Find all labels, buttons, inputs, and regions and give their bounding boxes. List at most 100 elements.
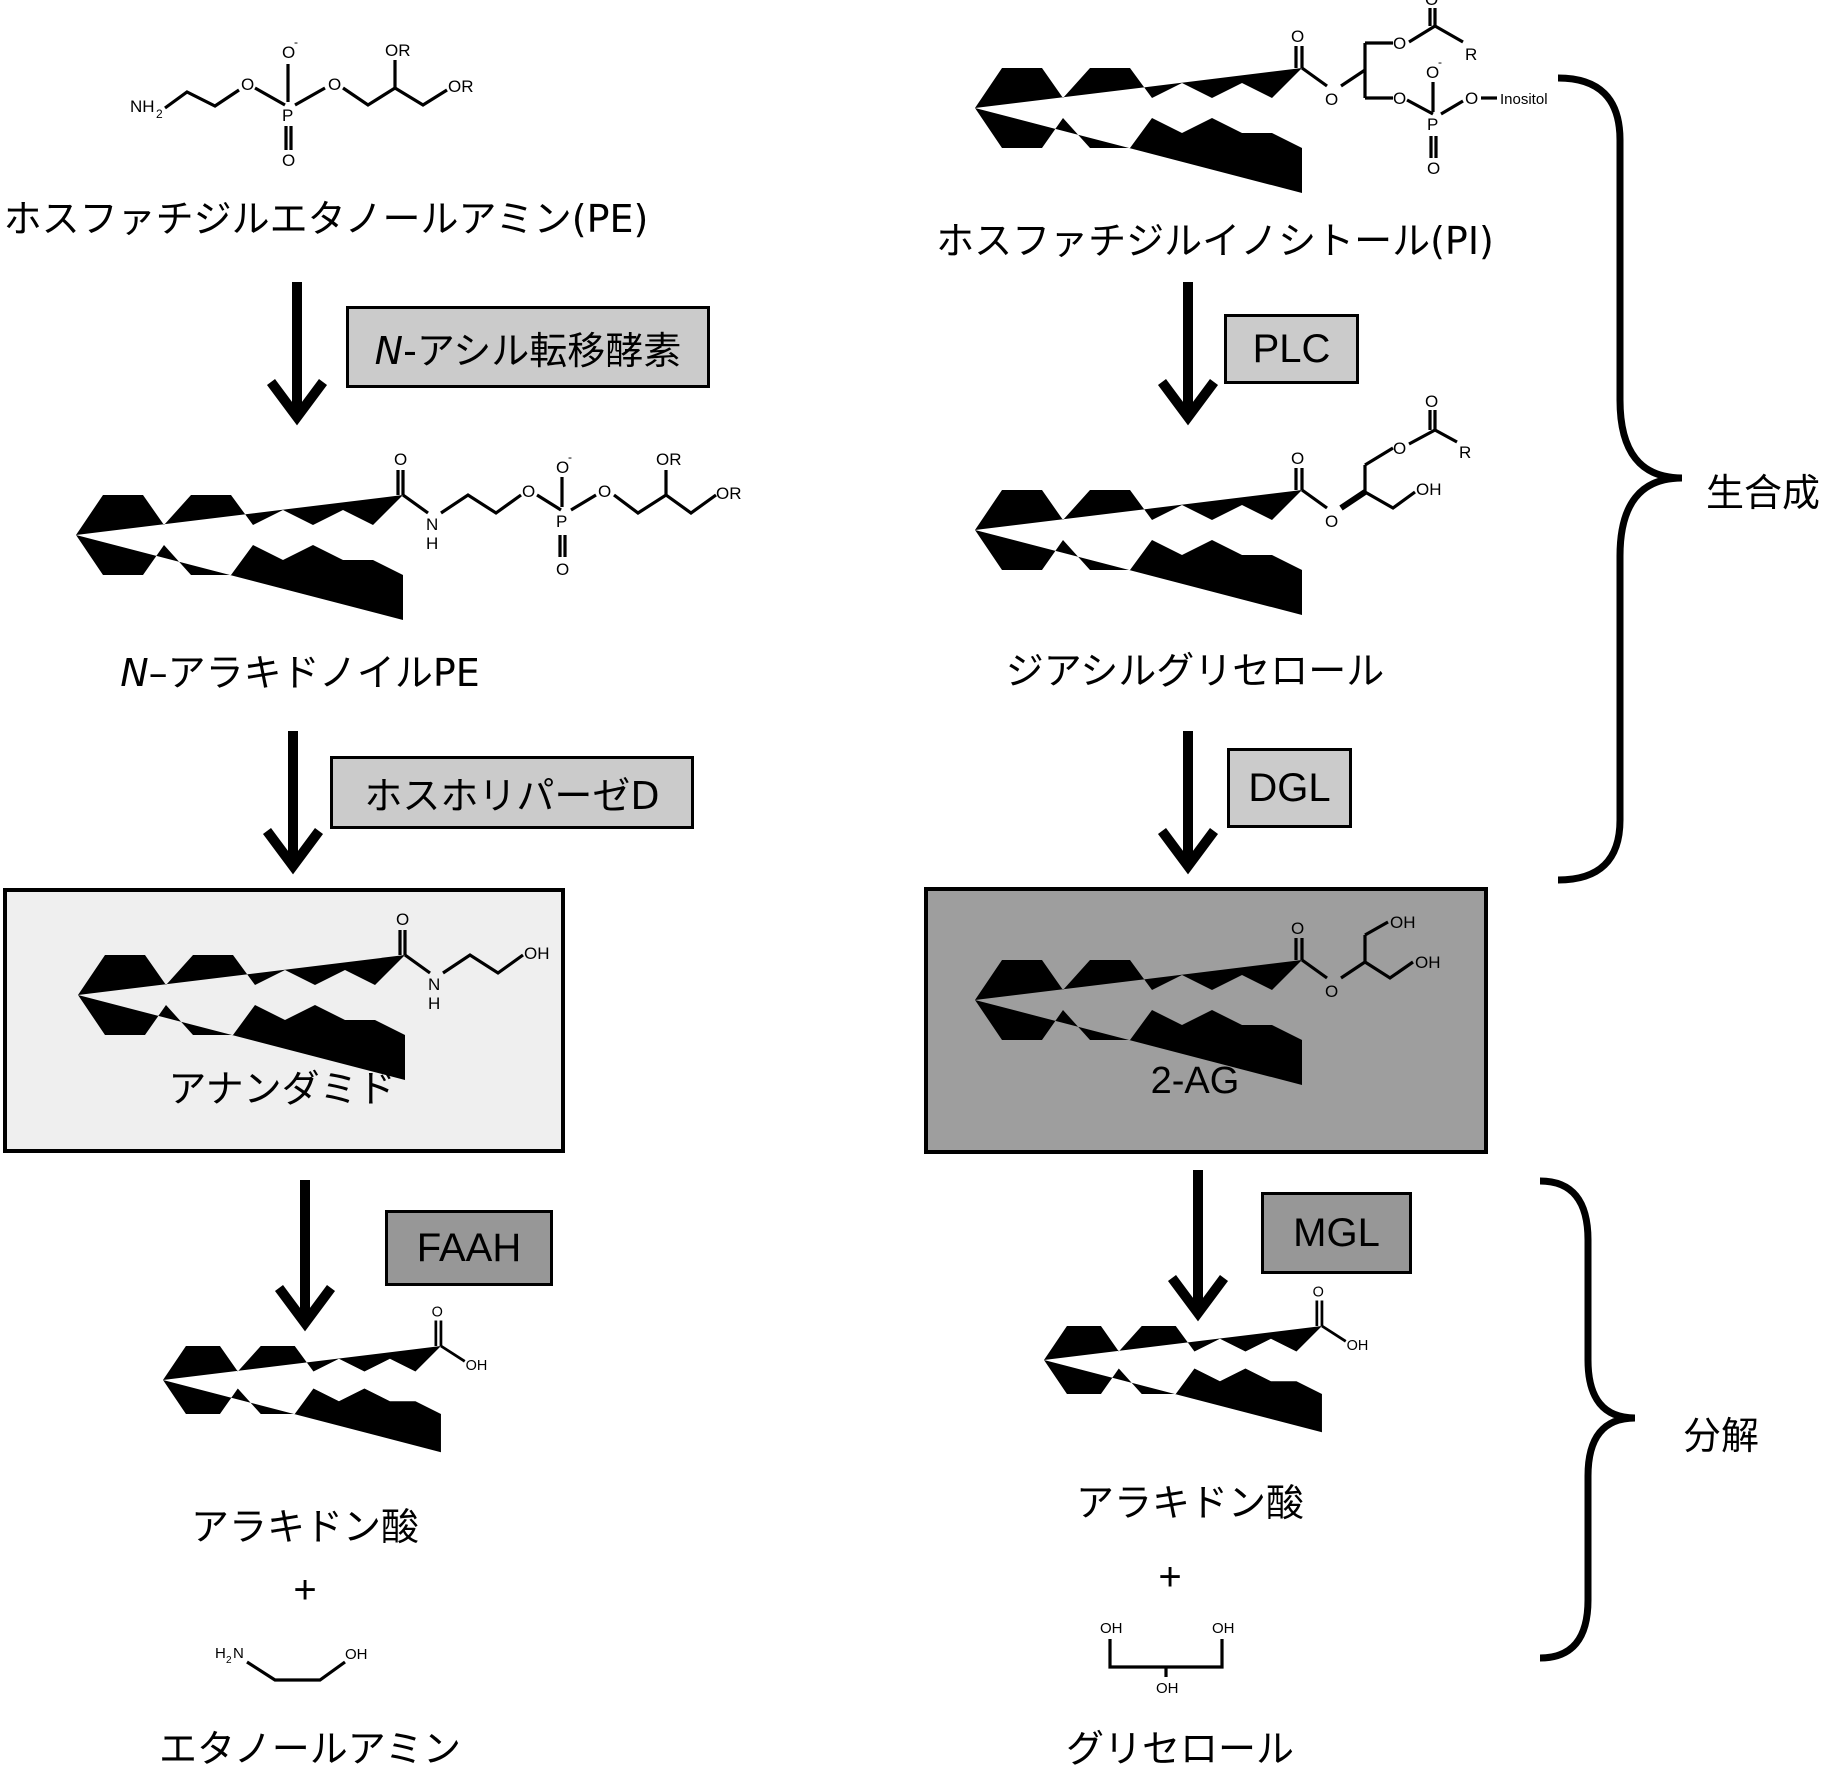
atom-label: OH [1415,953,1441,972]
pi-name: ホスファチジルイノシトール(PI) [936,219,1494,263]
pe-structure: NH 2 O P O - O O OR OR [130,35,474,170]
atom-label: N [426,515,438,534]
enzyme-faah: FAAH [385,1210,553,1286]
plus-sign-left: + [293,1568,317,1612]
atom-label: OH [1390,913,1416,932]
down-arrow-icon [266,282,328,426]
atom-label: H [215,1645,226,1662]
degradation-label: 分解 [1683,1414,1760,1458]
enzyme-n-acyltransferase: N-アシル転移酵素 [346,306,710,388]
atom-subscript: 2 [156,107,163,121]
atom-label: O [328,75,341,94]
two-ag-structure: O O OH OH [975,913,1441,1085]
arachidonic-acid-structure-left: O OH [163,1304,487,1453]
atom-label: O [1393,89,1406,108]
name-italic-prefix: N [120,651,149,695]
enzyme-label: FAAH [416,1225,522,1270]
atom-label: R [1465,45,1477,64]
arachidonic-acid-name-left: アラキドン酸 [190,1505,420,1549]
atom-label: O [241,75,254,94]
atom-label: OH [1100,1620,1123,1637]
name-text: –アラキドノイルPE [148,651,480,695]
enzyme-label: MGL [1293,1210,1380,1255]
n-arachidonoyl-pe-structure: O N H O P O - O O OR OR [76,450,742,620]
anandamide-structure: O N H OH [78,910,550,1080]
atom-label: Inositol [1500,91,1548,108]
atom-label: O [1425,392,1438,411]
atom-charge: - [1438,55,1442,69]
enzyme-phospholipase-d: ホスホリパーゼD [330,756,694,829]
atom-label: OH [524,944,550,963]
down-arrow-icon [1157,731,1219,875]
ethanolamine-structure: H 2 N OH [215,1645,368,1682]
down-arrow-icon [262,731,324,875]
atom-label: OH [1156,1680,1179,1697]
enzyme-prefix-italic: N [374,328,404,373]
atom-label: OH [1347,1338,1369,1354]
pe-name: ホスファチジルエタノールアミン(PE) [3,197,649,241]
enzyme-label: PLC [1252,326,1331,371]
enzyme-label: ホスホリパーゼD [364,774,660,818]
atom-label: OH [1212,1620,1235,1637]
atom-subscript: 2 [226,1655,232,1666]
atom-label: P [1427,115,1438,134]
atom-label: P [282,106,293,125]
atom-charge: - [568,450,572,464]
atom-label: OR [716,484,742,503]
atom-label: O [1291,27,1304,46]
enzyme-label: DGL [1248,765,1331,810]
atom-label: O [1325,512,1338,531]
atom-label: NH [130,97,155,116]
enzyme-plc: PLC [1224,314,1359,384]
atom-label: H [426,534,438,553]
atom-label: O [1325,982,1338,1001]
enzyme-mgl: MGL [1261,1192,1412,1274]
atom-label: O [556,560,569,579]
plus-sign-right: + [1158,1555,1182,1599]
atom-label: O [1425,0,1438,9]
down-arrow-icon [1167,1170,1229,1322]
atom-label: O [1426,63,1439,82]
atom-label: O [598,482,611,501]
atom-label: OH [466,1358,488,1374]
atom-label: O [1325,90,1338,109]
arachidonic-acid-name-right: アラキドン酸 [1075,1481,1305,1525]
atom-charge: - [294,35,298,49]
arachidonic-acid-structure-right: O OH [1044,1284,1368,1433]
atom-label: O [522,482,535,501]
enzyme-dgl: DGL [1227,748,1352,828]
atom-label: N [233,1645,244,1662]
atom-label: OH [345,1646,368,1663]
atom-label: O [1465,89,1478,108]
atom-label: O [282,151,295,170]
atom-label: O [1427,159,1440,178]
atom-label: O [1313,1284,1324,1300]
atom-label: R [1459,443,1471,462]
atom-label: OH [1416,480,1442,499]
atom-label: P [556,512,567,531]
atom-label: O [1291,919,1304,938]
down-arrow-icon [274,1180,336,1332]
down-arrow-icon [1157,282,1219,426]
atom-label: O [432,1304,443,1320]
atom-label: OR [656,450,682,469]
atom-label: OR [385,41,411,60]
atom-label: O [1393,34,1406,53]
two-ag-name: 2-AG [1150,1060,1240,1102]
atom-label: H [428,994,440,1013]
diacylglycerol-name: ジアシルグリセロール [1005,649,1385,693]
atom-label: O [394,450,407,469]
pi-structure: O O O O R O P O - O O Inositol [975,0,1548,193]
anandamide-name: アナンダミド [168,1067,396,1111]
atom-label: O [556,458,569,477]
enzyme-label: -アシル転移酵素 [403,328,682,373]
n-arachidonoyl-pe-name: N–アラキドノイルPE [120,642,480,697]
atom-label: O [1291,449,1304,468]
atom-label: N [428,975,440,994]
glycerol-structure: OH OH OH [1100,1620,1235,1697]
atom-label: OR [448,77,474,96]
diacylglycerol-structure: O O O O R OH [975,392,1471,615]
atom-label: O [282,43,295,62]
atom-label: O [396,910,409,929]
